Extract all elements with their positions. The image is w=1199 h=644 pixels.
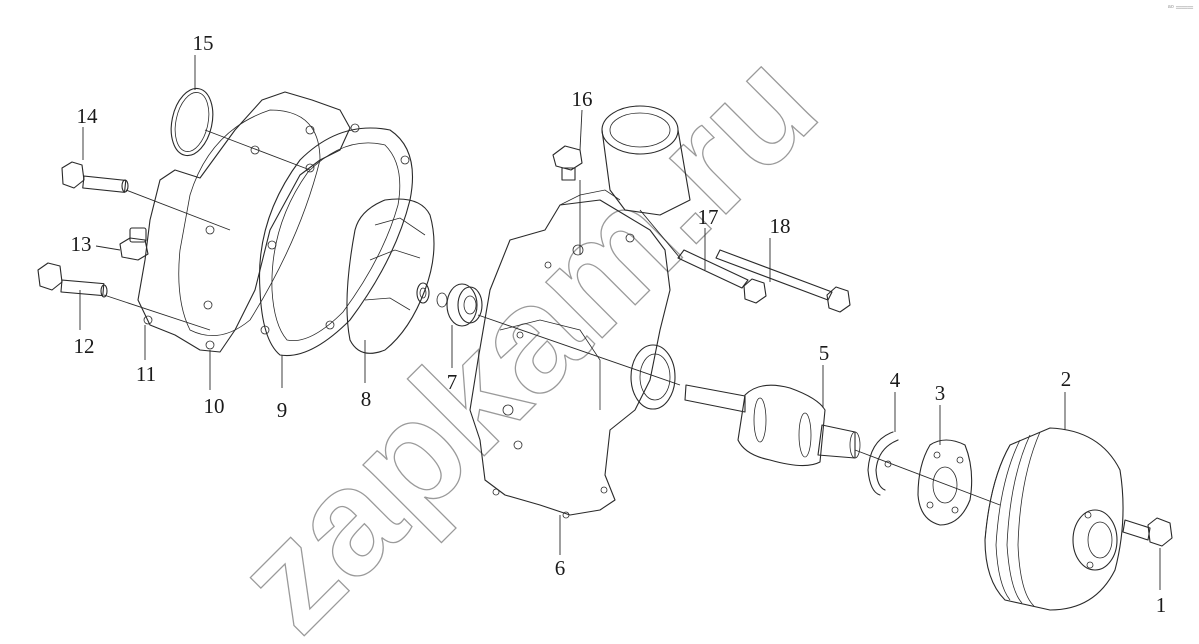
callout-4: 4 [890, 368, 901, 392]
part-7-seal [436, 283, 483, 327]
part-14-bolt [61, 161, 129, 193]
callout-10: 10 [204, 394, 225, 418]
callout-leaders [79, 55, 1161, 590]
part-15-o-ring [170, 87, 214, 157]
part-4-snap-ring [867, 431, 899, 496]
part-2-pulley [984, 427, 1124, 611]
callout-8: 8 [361, 387, 372, 411]
callout-14: 14 [77, 104, 99, 128]
callout-1: 1 [1156, 593, 1167, 617]
callout-5: 5 [819, 341, 830, 365]
part-16-plug [552, 145, 583, 181]
part-13-plug [119, 227, 149, 261]
part-17-bolt [677, 249, 767, 304]
callout-17: 17 [698, 205, 719, 229]
callout-18: 18 [770, 214, 791, 238]
callout-9: 9 [277, 398, 288, 422]
callout-3: 3 [935, 381, 946, 405]
callout-7: 7 [447, 370, 458, 394]
part-18-bolt [715, 249, 851, 313]
callout-12: 12 [74, 334, 95, 358]
callout-13: 13 [71, 232, 92, 256]
part-9-gasket [258, 123, 413, 357]
callout-2: 2 [1061, 367, 1072, 391]
corner-mark: ᵃᵒ ═══ [1167, 3, 1193, 12]
callout-6: 6 [555, 556, 566, 580]
part-5-shaft-bearing [684, 384, 861, 467]
part-10-cover-plate [137, 91, 351, 353]
part-8-impeller [346, 198, 435, 354]
part-3-hub-flange [917, 439, 973, 526]
callout-11: 11 [136, 362, 156, 386]
callout-15: 15 [193, 31, 214, 55]
part-6-pump-body [469, 189, 676, 519]
callout-16: 16 [572, 87, 593, 111]
callout-labels: 1 2 3 4 5 6 7 8 9 10 11 12 13 14 15 16 1… [71, 31, 1167, 617]
part-12-bolt [37, 262, 108, 298]
part-1-bolt [1122, 517, 1173, 547]
assembly-axis-lines [103, 129, 1001, 506]
